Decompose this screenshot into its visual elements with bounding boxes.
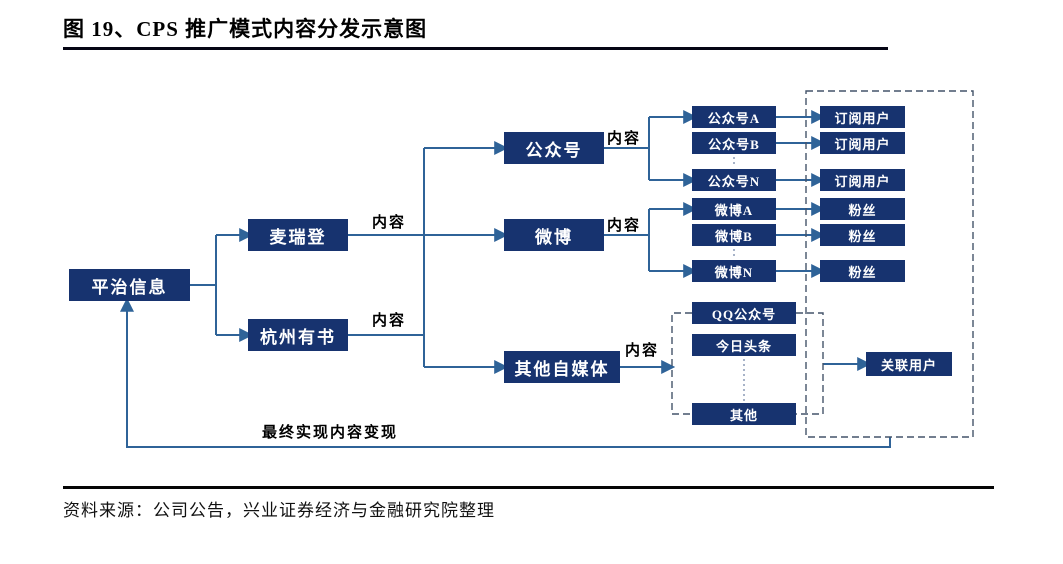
content-label-2: 内容: [372, 313, 407, 329]
node-other-self-media: 其他自媒体: [504, 351, 620, 383]
self-media-right-bracket: [796, 312, 824, 415]
node-subscribers-3: 订阅用户: [820, 169, 905, 191]
figure-title: 图 19、CPS 推广模式内容分发示意图: [63, 17, 428, 41]
self-media-left-bracket: [671, 312, 692, 415]
source-note: 资料来源：公司公告，兴业证券经济与金融研究院整理: [63, 501, 495, 520]
node-toutiao: 今日头条: [692, 334, 796, 356]
footer-divider: [63, 486, 994, 489]
ellipsis-dotted-lines: [733, 157, 745, 401]
content-label-3: 内容: [607, 131, 642, 147]
content-label-1: 内容: [372, 215, 407, 231]
users-dashed-region: [805, 90, 974, 438]
node-weibo-a: 微博A: [692, 198, 776, 220]
dashed-group-borders: [671, 90, 974, 438]
node-qq-official-account: QQ公众号: [692, 302, 796, 324]
node-related-users: 关联用户: [866, 352, 952, 376]
node-subscribers-1: 订阅用户: [820, 106, 905, 128]
node-official-account-a: 公众号A: [692, 106, 776, 128]
content-label-4: 内容: [607, 218, 642, 234]
node-official-accounts: 公众号: [504, 132, 604, 164]
node-weibo: 微博: [504, 219, 604, 251]
solid-connectors: [120, 110, 891, 448]
node-others: 其他: [692, 403, 796, 425]
monetization-label: 最终实现内容变现: [262, 425, 399, 441]
node-fans-1: 粉丝: [820, 198, 905, 220]
node-fans-2: 粉丝: [820, 224, 905, 246]
node-fans-3: 粉丝: [820, 260, 905, 282]
node-pingzhi-info: 平治信息: [69, 269, 190, 301]
node-official-account-b: 公众号B: [692, 132, 776, 154]
node-mairuideng: 麦瑞登: [248, 219, 348, 251]
node-weibo-n: 微博N: [692, 260, 776, 282]
content-label-5: 内容: [625, 343, 660, 359]
node-official-account-n: 公众号N: [692, 169, 776, 191]
node-subscribers-2: 订阅用户: [820, 132, 905, 154]
title-underline: [63, 47, 888, 50]
node-weibo-b: 微博B: [692, 224, 776, 246]
node-hangzhou-youshu: 杭州有书: [248, 319, 348, 351]
